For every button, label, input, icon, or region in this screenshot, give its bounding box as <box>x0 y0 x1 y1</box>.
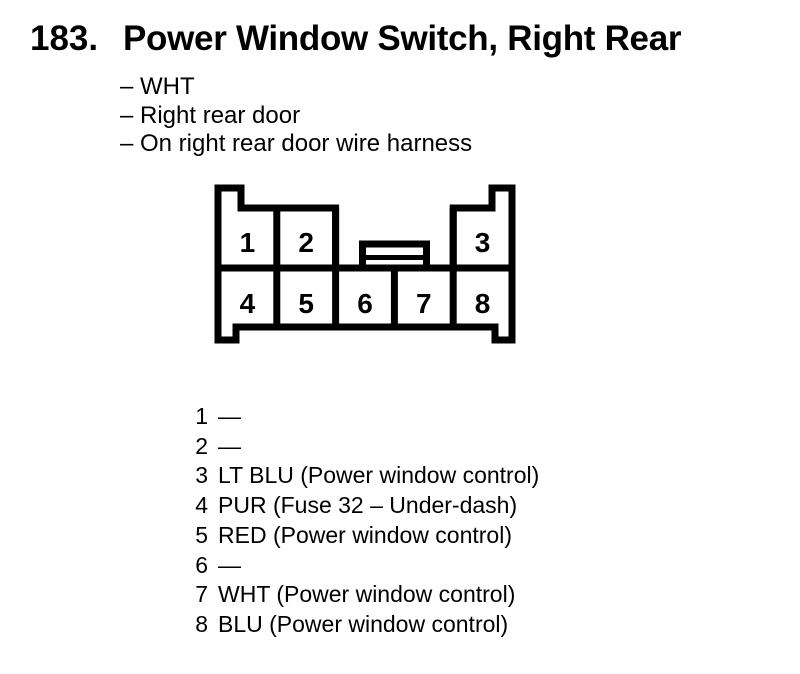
connector-pin-label: 8 <box>475 288 491 319</box>
connector-pin-label: 3 <box>475 227 491 258</box>
pin-description: LT BLU (Power window control) <box>218 462 540 489</box>
connector-pin-label: 4 <box>240 288 256 319</box>
connector-outline <box>214 184 516 344</box>
pinout-row: 5 RED (Power window control) <box>195 521 539 551</box>
pinout-row: 3 LT BLU (Power window control) <box>195 461 539 491</box>
pin-number: 5 <box>195 521 208 548</box>
connector-pin-label: 7 <box>416 288 432 319</box>
connector-pin-label: 1 <box>240 227 256 258</box>
pin-number: 1 <box>195 403 208 429</box>
dash-icon: – <box>120 101 134 129</box>
pin-description: BLU (Power window control) <box>218 610 509 637</box>
pinout-row: 2 — <box>195 432 539 462</box>
pin-description: — <box>218 403 241 429</box>
dash-icon: – <box>120 73 134 100</box>
pin-number: 6 <box>195 551 208 578</box>
note-line: –WHT <box>120 73 472 102</box>
pinout-row: 1 — <box>195 402 539 432</box>
pin-description: PUR (Fuse 32 – Under-dash) <box>218 492 518 519</box>
pin-description: — <box>218 432 241 459</box>
note-text: On right rear door wire harness <box>140 130 473 157</box>
pinout-row: 4 PUR (Fuse 32 – Under-dash) <box>195 491 539 521</box>
latch-tab-icon <box>359 240 430 272</box>
pin-number: 4 <box>195 492 208 519</box>
pin-number: 8 <box>195 610 208 637</box>
pinout-row: 8 BLU (Power window control) <box>195 610 539 640</box>
page-title: Power Window Switch, Right Rear <box>123 19 682 58</box>
note-line: –Right rear door <box>120 102 472 131</box>
connector-pin-label: 6 <box>357 288 373 319</box>
note-line: –On right rear door wire harness <box>120 130 472 159</box>
pinout-legend: 1 — 2 — 3 LT BLU (Power window control) … <box>195 402 539 640</box>
pin-number: 3 <box>195 462 208 489</box>
pin-description: WHT (Power window control) <box>218 581 516 608</box>
pinout-row: 6 — <box>195 551 539 581</box>
connector-pin-label: 2 <box>298 227 314 258</box>
connector-notes: –WHT –Right rear door –On right rear doo… <box>120 73 472 159</box>
page-title-number: 183. <box>30 19 99 58</box>
note-text: WHT <box>140 73 195 100</box>
pin-number: 7 <box>195 581 208 608</box>
pinout-row: 7 WHT (Power window control) <box>195 580 539 610</box>
connector-diagram: 1 2 3 4 5 6 7 8 <box>214 184 516 344</box>
pin-number: 2 <box>195 432 208 459</box>
pin-description: — <box>218 551 241 578</box>
dash-icon: – <box>120 130 134 157</box>
note-text: Right rear door <box>140 101 301 129</box>
connector-pin-label: 5 <box>298 288 314 319</box>
pin-description: RED (Power window control) <box>218 521 512 548</box>
